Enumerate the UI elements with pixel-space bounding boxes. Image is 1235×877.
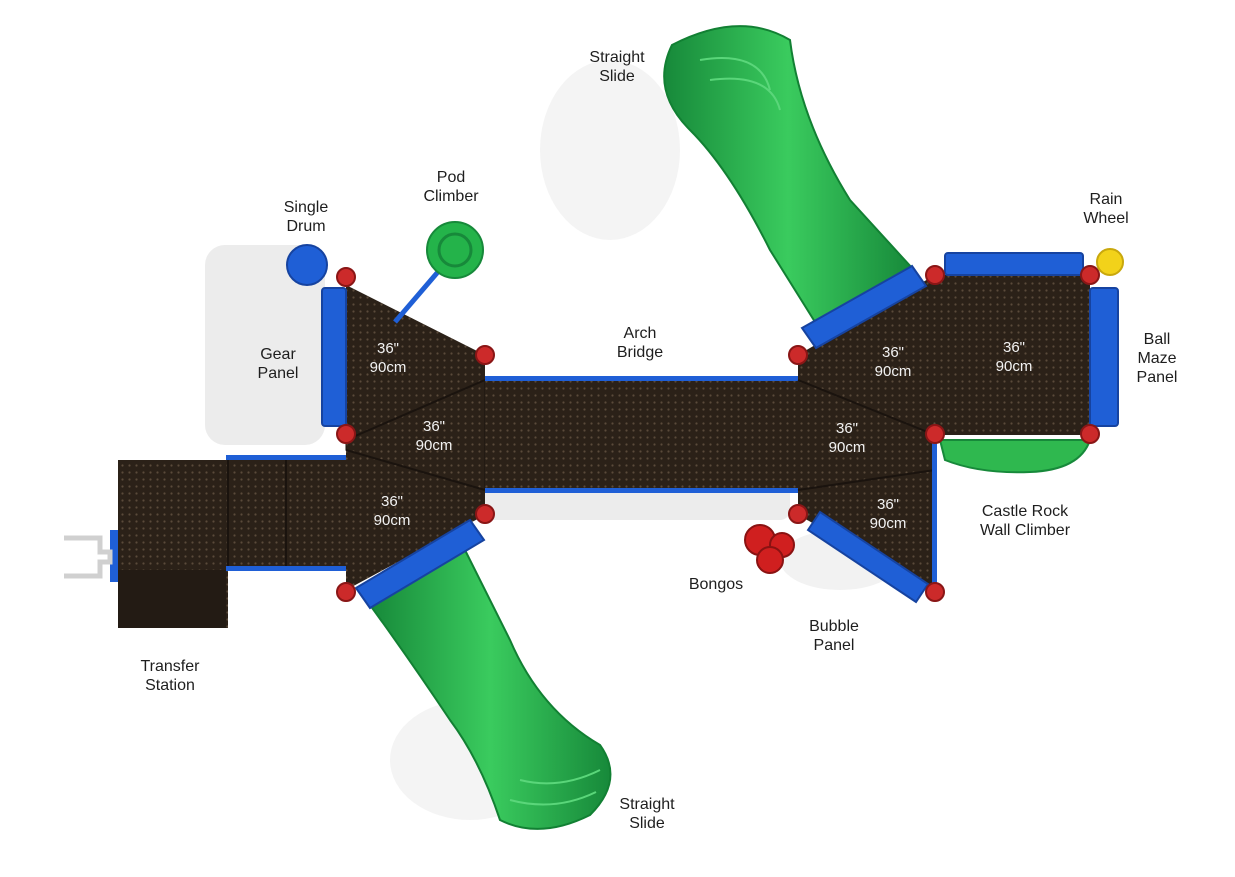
rain-wheel bbox=[1096, 248, 1124, 276]
bubble-panel-shape bbox=[806, 510, 930, 604]
top-right-panel bbox=[944, 252, 1084, 276]
ball-maze-panel-shape bbox=[1089, 287, 1119, 427]
deck-height-label: 36"90cm bbox=[415, 418, 453, 454]
blue-panels bbox=[321, 252, 1119, 610]
single-drum bbox=[286, 244, 328, 286]
deck-height-label: 36"90cm bbox=[373, 493, 411, 529]
deck-height-label: 36"90cm bbox=[869, 496, 907, 532]
bongos bbox=[744, 524, 795, 574]
pod-climber bbox=[393, 221, 484, 324]
posts bbox=[336, 265, 1100, 602]
label-bongos: Bongos bbox=[688, 576, 744, 593]
straight-slide-top bbox=[663, 25, 914, 332]
left-slide-panel bbox=[354, 518, 486, 610]
straight-slide-bottom bbox=[368, 538, 612, 830]
left-deck-group bbox=[345, 285, 486, 590]
deck-height-label: 36"90cm bbox=[995, 339, 1033, 375]
deck-height-label: 36"90cm bbox=[828, 420, 866, 456]
arch-bridge bbox=[485, 376, 798, 493]
castle-rock-wall-climber bbox=[938, 439, 1092, 474]
transfer-station bbox=[64, 455, 348, 628]
deck-height-label: 36"90cm bbox=[874, 344, 912, 380]
top-slide-panel bbox=[800, 264, 928, 350]
gear-panel-shape bbox=[321, 287, 347, 427]
right-deck-group bbox=[797, 275, 1090, 590]
deck-height-label: 36"90cm bbox=[369, 340, 407, 376]
